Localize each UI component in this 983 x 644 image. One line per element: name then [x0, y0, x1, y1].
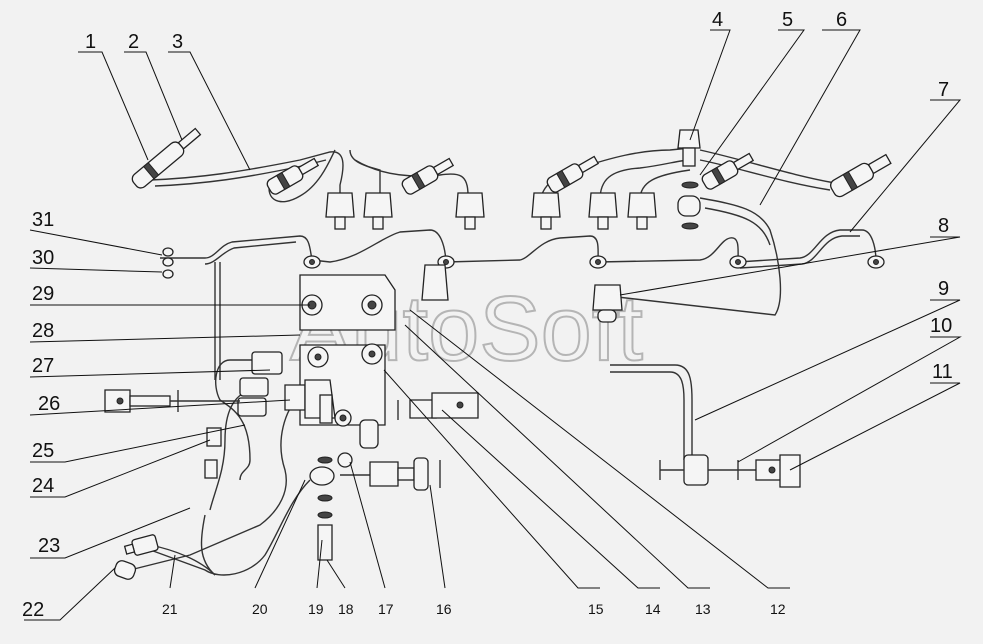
fuel-pump-body — [299, 264, 449, 449]
callout-18: 18 — [338, 601, 354, 617]
callout-1: 1 — [85, 31, 96, 53]
callout-21: 21 — [162, 601, 178, 617]
callout-13: 13 — [695, 601, 711, 617]
callout-22: 22 — [22, 599, 44, 621]
callout-17: 17 — [378, 601, 394, 617]
callout-30: 30 — [32, 247, 54, 269]
callout-26: 26 — [38, 393, 60, 415]
callout-11: 11 — [932, 361, 953, 383]
callout-16: 16 — [436, 601, 452, 617]
center-components — [309, 392, 479, 561]
callout-24: 24 — [32, 475, 54, 497]
injector-nozzles — [131, 127, 892, 198]
banjo-bolt-4 — [677, 129, 701, 230]
callout-29: 29 — [32, 283, 54, 305]
return-line — [160, 197, 877, 316]
right-components — [592, 284, 801, 488]
callout-12: 12 — [770, 601, 786, 617]
callout-25: 25 — [32, 440, 54, 462]
pump-outlet-nuts — [325, 192, 657, 230]
callout-labels: 1 2 3 4 5 6 7 8 9 10 11 12 13 14 15 16 1… — [22, 9, 953, 621]
callout-7: 7 — [938, 79, 949, 101]
callout-8: 8 — [938, 215, 949, 237]
bleed-bolt-26 — [104, 389, 240, 413]
callout-6: 6 — [836, 9, 847, 31]
callout-10: 10 — [930, 315, 952, 337]
callout-31: 31 — [32, 209, 54, 231]
callout-4: 4 — [712, 9, 723, 31]
callout-15: 15 — [588, 601, 604, 617]
callout-27: 27 — [32, 355, 54, 377]
callout-14: 14 — [645, 601, 661, 617]
callout-3: 3 — [172, 31, 183, 53]
return-banjo-fittings — [162, 247, 885, 279]
callout-2: 2 — [128, 31, 139, 53]
callout-20: 20 — [252, 601, 268, 617]
callout-5: 5 — [782, 9, 793, 31]
callout-9: 9 — [938, 278, 949, 300]
callout-23: 23 — [38, 535, 60, 557]
leader-lines — [24, 29, 962, 621]
left-fittings — [113, 351, 336, 580]
callout-19: 19 — [308, 601, 324, 617]
callout-28: 28 — [32, 320, 54, 342]
